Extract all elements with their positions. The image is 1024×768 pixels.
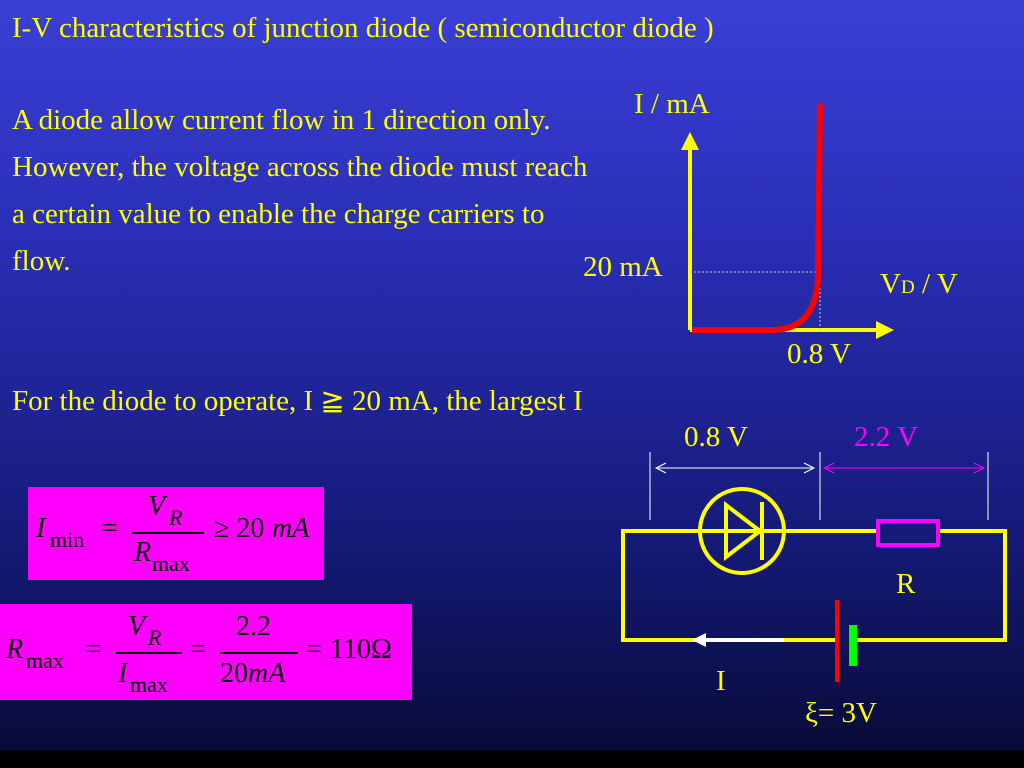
formula2-equals-3: = [306,634,322,665]
threshold-current-label: 20 mA [583,251,663,283]
formula2-denominator-2: 20 [220,658,248,689]
circuit-wire-left [621,529,835,642]
formula1-rhs: ≥ 20 [214,513,265,544]
resistor-voltage-label: 2.2 V [854,421,918,453]
iv-graph [681,103,894,339]
x-axis-label-unit: / V [914,268,958,300]
diode-span-left-arrow-icon [654,462,667,474]
formula1-denominator: R [134,537,152,568]
formula2-fraction-bar-1 [116,652,182,654]
formula1-lhs-sub: min [50,527,85,552]
formula-rmax-box: R max = V R I max = 2.2 20 mA = 110Ω [0,604,412,700]
slide-title: I-V characteristics of junction diode ( … [12,12,714,44]
current-arrow-icon [692,633,706,647]
formula2-equals-1: = [86,634,102,665]
x-axis-arrow-icon [876,321,894,339]
formula1-rhs-unit: mA [272,513,310,544]
emf-label: ξ= 3V [805,697,877,729]
diode-span-right-arrow-icon [803,462,816,474]
resistor-span-left-arrow-icon [822,462,835,474]
formula1-lhs: I [36,513,46,544]
resistor-label: R [896,568,916,600]
formula2-numerator-2: 2.2 [236,611,271,642]
formula2-denominator-1: I [118,658,128,689]
circuit [621,452,1007,682]
formula2-numerator-1: V [128,611,146,642]
formula2-result: 110Ω [330,634,392,665]
diode-triangle [724,500,764,562]
intro-paragraph: A diode allow current flow in 1 directio… [12,104,588,277]
formula2-lhs: R [6,634,24,665]
x-axis-label-main: V [880,268,901,300]
formula1-numerator-sub: R [169,505,183,530]
bottom-bar [0,750,1024,768]
formula2-fraction-bar-2 [220,652,298,654]
formula-imin-box: I min = V R R max ≥ 20 mA [28,487,324,580]
resistor-icon [876,519,940,547]
operation-paragraph: For the diode to operate, I ≧ 20 mA, the… [12,385,583,417]
current-label: I [716,665,726,697]
y-axis-arrow-icon [681,132,699,150]
resistor-span-right-arrow-icon [973,462,986,474]
formula1-equals: = [102,513,118,544]
x-axis-label-sub: D [900,277,915,298]
formula2-lhs-sub: max [26,648,64,673]
threshold-voltage-label: 0.8 V [787,338,851,370]
iv-curve [692,103,823,333]
y-axis-label: I / mA [634,88,710,120]
formula1-fraction-bar [132,532,204,534]
formula2-equals-2: = [190,634,206,665]
formula2-numerator-1-sub: R [148,625,162,650]
formula2-denominator-1-sub: max [130,672,168,697]
x-axis-label: VD / V [880,268,958,301]
diode-voltage-label: 0.8 V [684,421,748,453]
formula1-denominator-sub: max [152,551,190,576]
formula2-denominator-2-unit: mA [248,658,286,689]
formula1-numerator: V [148,491,166,522]
circuit-wire-right [853,529,1007,642]
